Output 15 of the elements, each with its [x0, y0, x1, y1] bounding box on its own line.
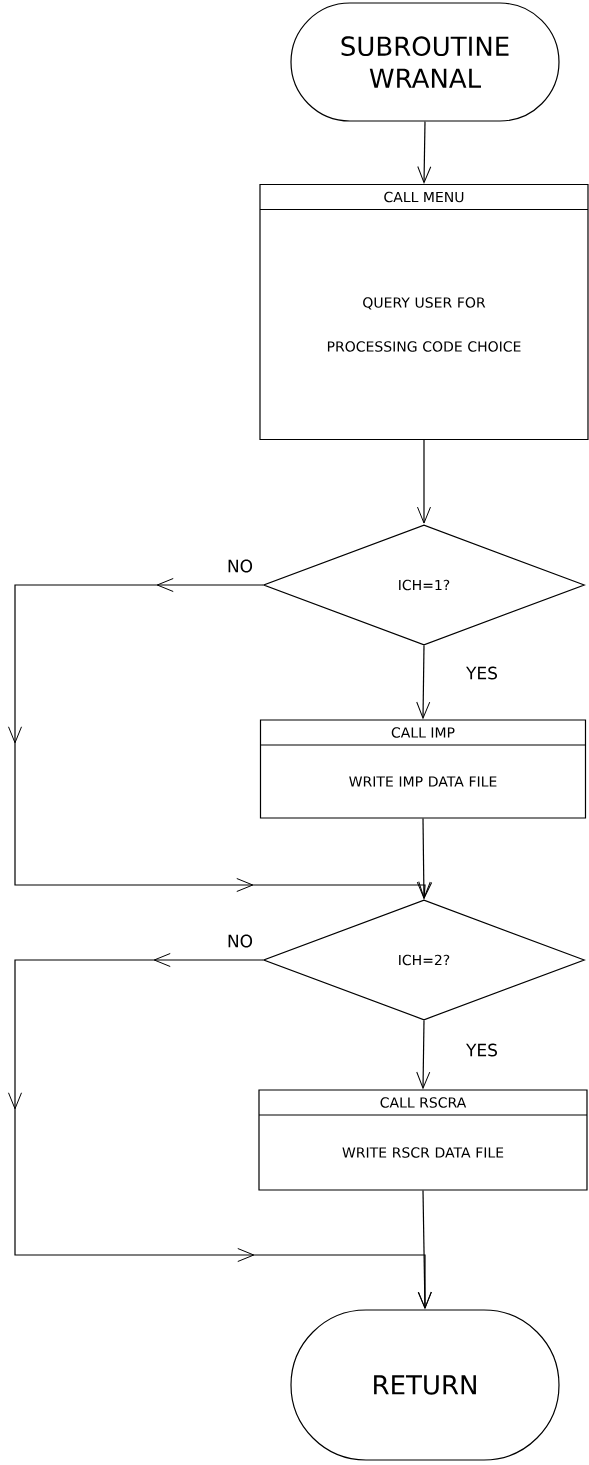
edge-label: YES [465, 665, 499, 681]
process-box: CALL RSCRA WRITE RSCR DATA FILE [258, 1089, 588, 1191]
process-box: CALL IMP WRITE IMP DATA FILE [259, 719, 587, 819]
arrow [417, 1190, 432, 1309]
edge-label: NO [225, 558, 255, 574]
edge-label: NO [225, 933, 255, 949]
arrow [417, 439, 431, 524]
arrow [416, 645, 431, 719]
process-box: CALL MENU QUERY USER FOR PROCESSING CODE CHOICE [259, 183, 589, 441]
arrow [417, 121, 432, 184]
arrow [416, 818, 431, 899]
edge-label: YES [465, 1042, 499, 1058]
arrow [8, 953, 432, 1309]
arrow [8, 578, 433, 899]
arrow [416, 1020, 431, 1089]
